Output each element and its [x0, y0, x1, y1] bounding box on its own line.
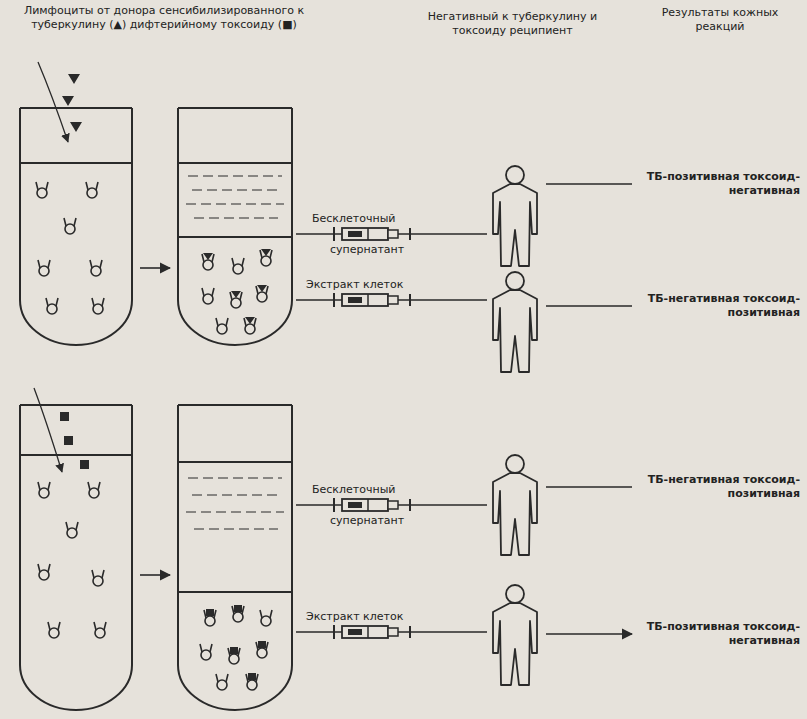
result-text: ТБ-позитивная токсоид-негативная: [640, 170, 800, 198]
result-text: ТБ-позитивная токсоид-негативная: [640, 620, 800, 648]
sample-label: Экстракт клеток: [306, 278, 403, 292]
column-heading: Негативный к туберкулину и токсоиду реци…: [425, 10, 600, 38]
sample-label: супернатант: [330, 514, 404, 528]
sample-label: Бесклеточный: [312, 212, 395, 226]
sample-label: супернатант: [330, 243, 404, 257]
sample-label: Экстракт клеток: [306, 610, 403, 624]
result-text: ТБ-негативная токсоид-позитивная: [640, 292, 800, 320]
result-text: ТБ-негативная токсоид-позитивная: [640, 473, 800, 501]
sample-label: Бесклеточный: [312, 483, 395, 497]
column-heading: Лимфоциты от донора сенсибилизированного…: [14, 4, 314, 32]
column-heading: Результаты кожных реакций: [650, 6, 790, 34]
